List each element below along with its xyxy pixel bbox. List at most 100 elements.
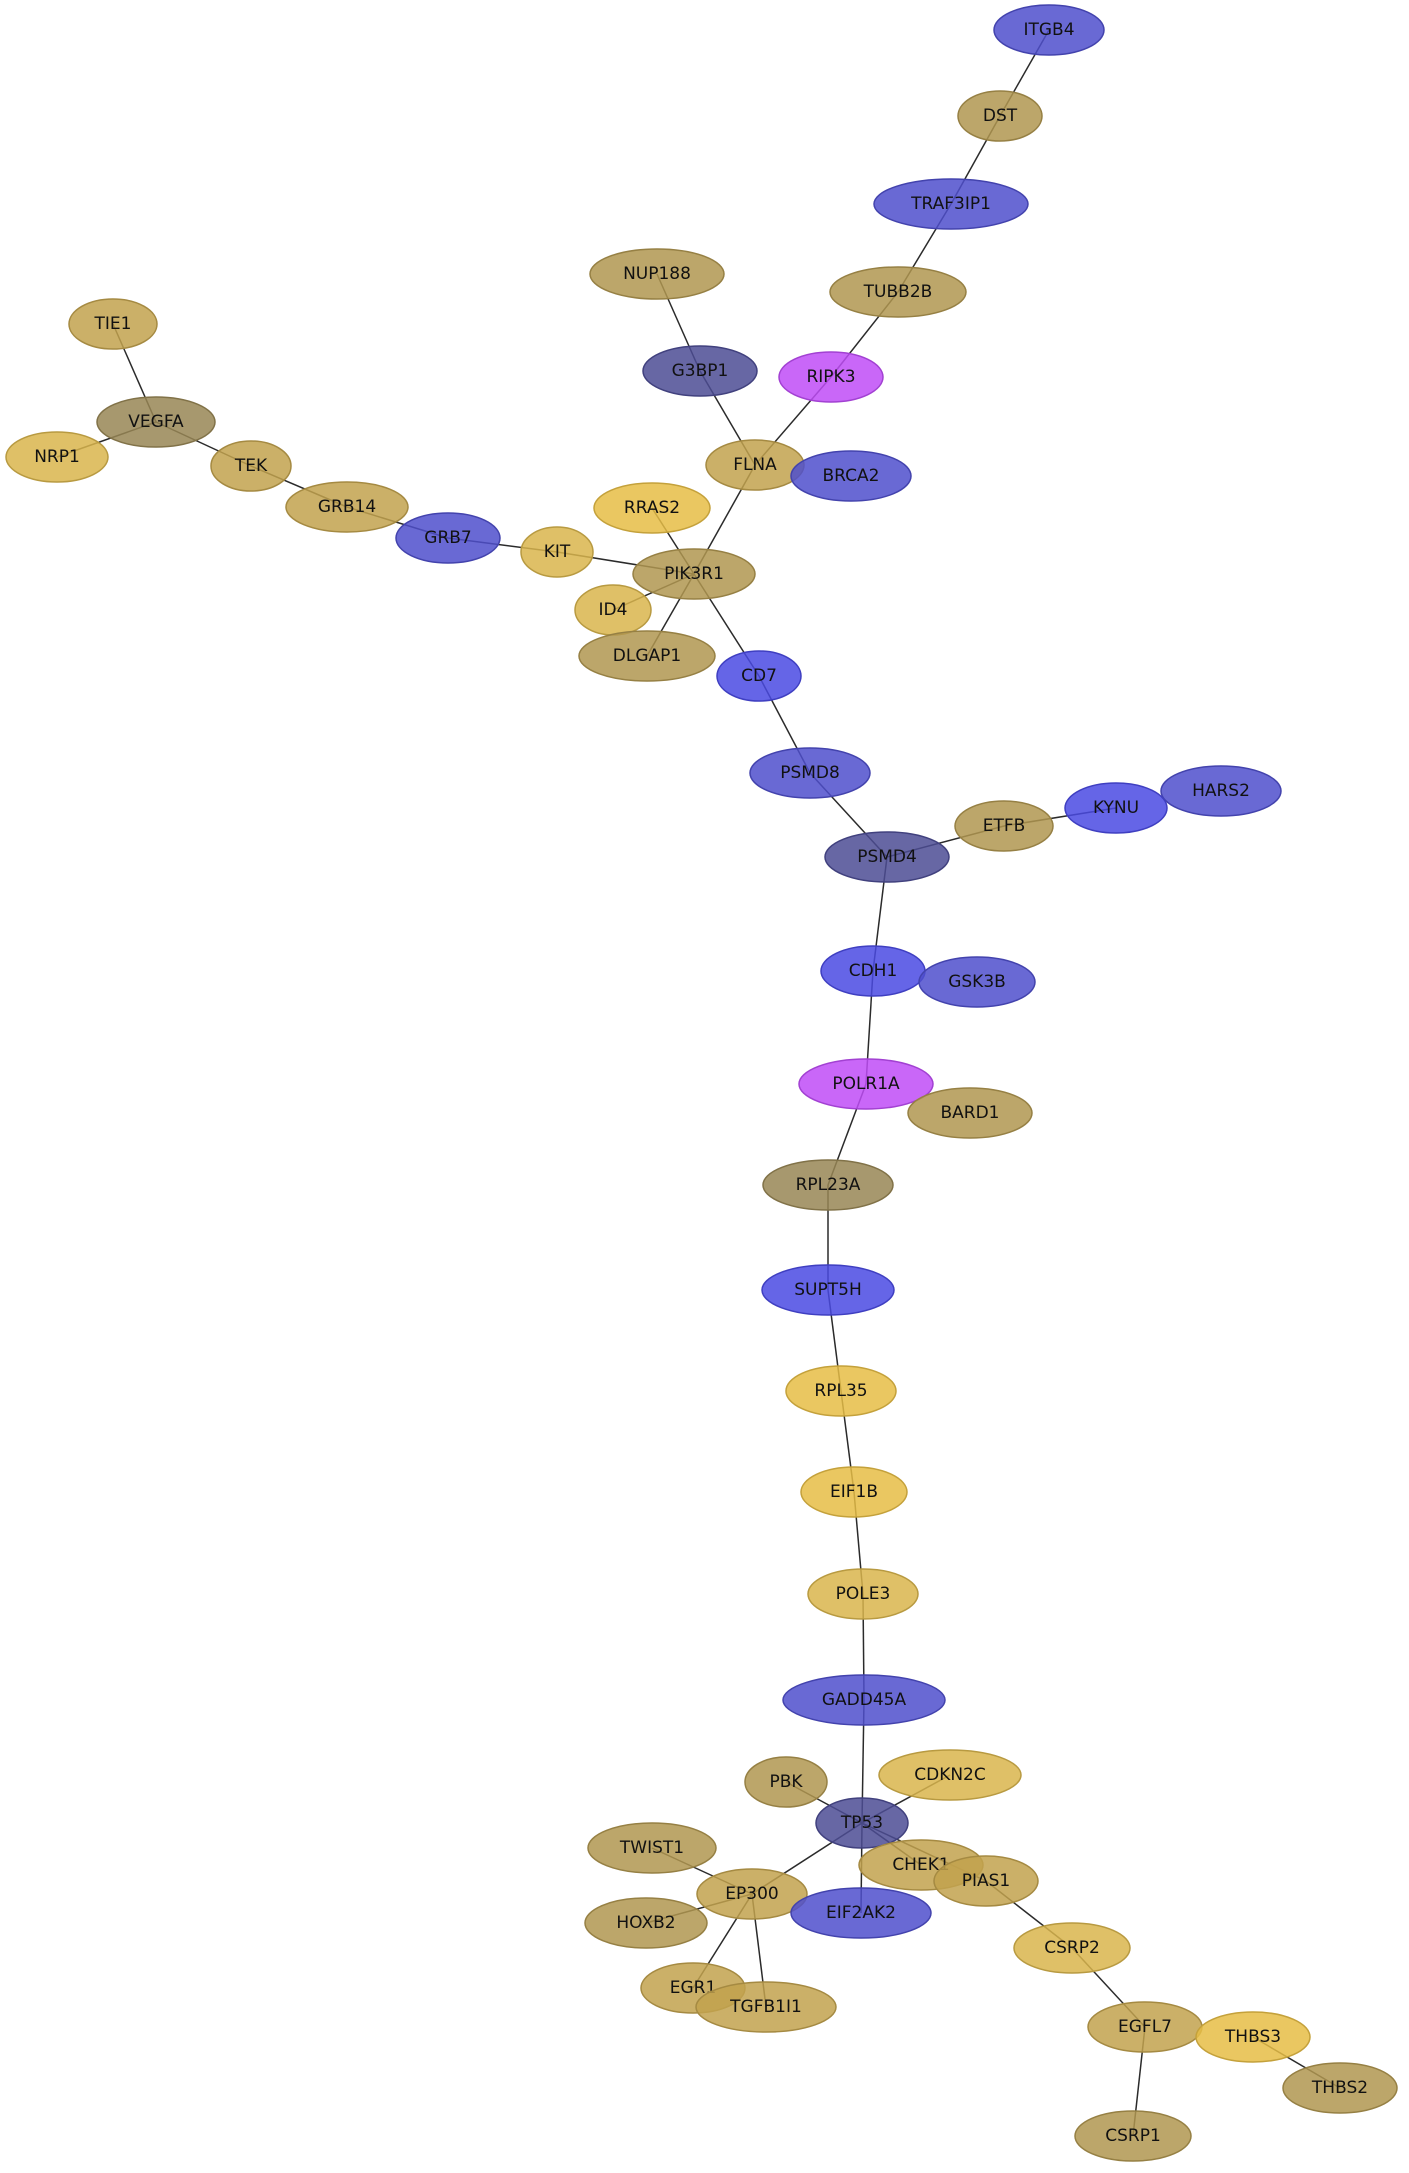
node-ellipse[interactable]: [918, 956, 1036, 1008]
node-eif1b[interactable]: EIF1B: [800, 1466, 908, 1518]
node-pias1[interactable]: PIAS1: [933, 1855, 1039, 1907]
node-brca2[interactable]: BRCA2: [790, 450, 912, 502]
node-ellipse[interactable]: [907, 1087, 1033, 1139]
node-rpl23a[interactable]: RPL23A: [762, 1159, 894, 1211]
node-ellipse[interactable]: [96, 396, 216, 448]
node-flna[interactable]: FLNA: [705, 439, 805, 491]
node-egfl7[interactable]: EGFL7: [1087, 2001, 1203, 2053]
node-ellipse[interactable]: [716, 650, 802, 702]
node-ellipse[interactable]: [749, 747, 871, 799]
node-ellipse[interactable]: [695, 1981, 837, 2033]
node-ellipse[interactable]: [5, 431, 109, 483]
node-label: TIE1: [94, 314, 132, 334]
node-ellipse[interactable]: [785, 1365, 897, 1417]
node-ellipse[interactable]: [790, 1887, 932, 1939]
node-ep300[interactable]: EP300: [696, 1868, 808, 1920]
node-twist1[interactable]: TWIST1: [587, 1822, 717, 1874]
node-tek[interactable]: TEK: [210, 440, 292, 492]
node-csrp1[interactable]: CSRP1: [1074, 2110, 1192, 2162]
node-ellipse[interactable]: [593, 482, 711, 534]
node-ellipse[interactable]: [800, 1466, 908, 1518]
node-cdh1[interactable]: CDH1: [820, 945, 926, 997]
node-dst[interactable]: DST: [957, 90, 1043, 142]
node-ellipse[interactable]: [824, 831, 950, 883]
node-ellipse[interactable]: [642, 345, 758, 397]
node-ellipse[interactable]: [878, 1749, 1022, 1801]
node-rras2[interactable]: RRAS2: [593, 482, 711, 534]
node-ellipse[interactable]: [696, 1868, 808, 1920]
node-gsk3b[interactable]: GSK3B: [918, 956, 1036, 1008]
node-ellipse[interactable]: [829, 266, 967, 318]
node-id4[interactable]: ID4: [574, 584, 652, 636]
node-tp53[interactable]: TP53: [815, 1797, 909, 1849]
node-tgfb1i1[interactable]: TGFB1I1: [695, 1981, 837, 2033]
node-ellipse[interactable]: [584, 1897, 708, 1949]
node-ellipse[interactable]: [993, 4, 1105, 56]
node-bard1[interactable]: BARD1: [907, 1087, 1033, 1139]
node-tubb2b[interactable]: TUBB2B: [829, 266, 967, 318]
node-csrp2[interactable]: CSRP2: [1013, 1922, 1131, 1974]
node-thbs2[interactable]: THBS2: [1282, 2062, 1398, 2114]
node-ellipse[interactable]: [957, 90, 1043, 142]
node-ellipse[interactable]: [873, 178, 1029, 230]
node-kit[interactable]: KIT: [520, 526, 594, 578]
node-ellipse[interactable]: [790, 450, 912, 502]
node-ellipse[interactable]: [782, 1674, 946, 1726]
node-ellipse[interactable]: [744, 1756, 828, 1808]
node-ellipse[interactable]: [1195, 2011, 1311, 2063]
node-ellipse[interactable]: [807, 1568, 919, 1620]
node-ellipse[interactable]: [762, 1159, 894, 1211]
node-ellipse[interactable]: [778, 351, 884, 403]
node-supt5h[interactable]: SUPT5H: [761, 1264, 895, 1316]
node-ellipse[interactable]: [210, 440, 292, 492]
node-itgb4[interactable]: ITGB4: [993, 4, 1105, 56]
node-cd7[interactable]: CD7: [716, 650, 802, 702]
node-eif2ak2[interactable]: EIF2AK2: [790, 1887, 932, 1939]
node-ellipse[interactable]: [933, 1855, 1039, 1907]
node-ellipse[interactable]: [761, 1264, 895, 1316]
node-cdkn2c[interactable]: CDKN2C: [878, 1749, 1022, 1801]
node-ellipse[interactable]: [1074, 2110, 1192, 2162]
node-kynu[interactable]: KYNU: [1064, 782, 1168, 834]
node-ellipse[interactable]: [68, 298, 158, 350]
node-ellipse[interactable]: [285, 481, 409, 533]
node-ellipse[interactable]: [1013, 1922, 1131, 1974]
node-ellipse[interactable]: [520, 526, 594, 578]
node-label: TGFB1I1: [729, 1997, 802, 2017]
node-grb7[interactable]: GRB7: [395, 512, 501, 564]
node-polr1a[interactable]: POLR1A: [798, 1058, 934, 1110]
node-g3bp1[interactable]: G3BP1: [642, 345, 758, 397]
node-dlgap1[interactable]: DLGAP1: [578, 630, 716, 682]
node-ripk3[interactable]: RIPK3: [778, 351, 884, 403]
node-ellipse[interactable]: [587, 1822, 717, 1874]
node-ellipse[interactable]: [1282, 2062, 1398, 2114]
node-pole3[interactable]: POLE3: [807, 1568, 919, 1620]
node-ellipse[interactable]: [578, 630, 716, 682]
node-hars2[interactable]: HARS2: [1160, 765, 1282, 817]
node-traf3ip1[interactable]: TRAF3IP1: [873, 178, 1029, 230]
node-pbk[interactable]: PBK: [744, 1756, 828, 1808]
node-hoxb2[interactable]: HOXB2: [584, 1897, 708, 1949]
node-ellipse[interactable]: [1160, 765, 1282, 817]
node-ellipse[interactable]: [632, 548, 756, 600]
node-psmd4[interactable]: PSMD4: [824, 831, 950, 883]
node-gadd45a[interactable]: GADD45A: [782, 1674, 946, 1726]
node-nrp1[interactable]: NRP1: [5, 431, 109, 483]
node-etfb[interactable]: ETFB: [954, 800, 1054, 852]
node-thbs3[interactable]: THBS3: [1195, 2011, 1311, 2063]
node-label: RIPK3: [806, 367, 855, 387]
node-ellipse[interactable]: [798, 1058, 934, 1110]
node-ellipse[interactable]: [954, 800, 1054, 852]
node-psmd8[interactable]: PSMD8: [749, 747, 871, 799]
node-label: GSK3B: [948, 972, 1006, 992]
node-pik3r1[interactable]: PIK3R1: [632, 548, 756, 600]
node-ellipse[interactable]: [1064, 782, 1168, 834]
node-rpl35[interactable]: RPL35: [785, 1365, 897, 1417]
node-tie1[interactable]: TIE1: [68, 298, 158, 350]
node-nup188[interactable]: NUP188: [589, 248, 725, 300]
node-ellipse[interactable]: [815, 1797, 909, 1849]
node-ellipse[interactable]: [589, 248, 725, 300]
node-vegfa[interactable]: VEGFA: [96, 396, 216, 448]
node-ellipse[interactable]: [395, 512, 501, 564]
node-grb14[interactable]: GRB14: [285, 481, 409, 533]
